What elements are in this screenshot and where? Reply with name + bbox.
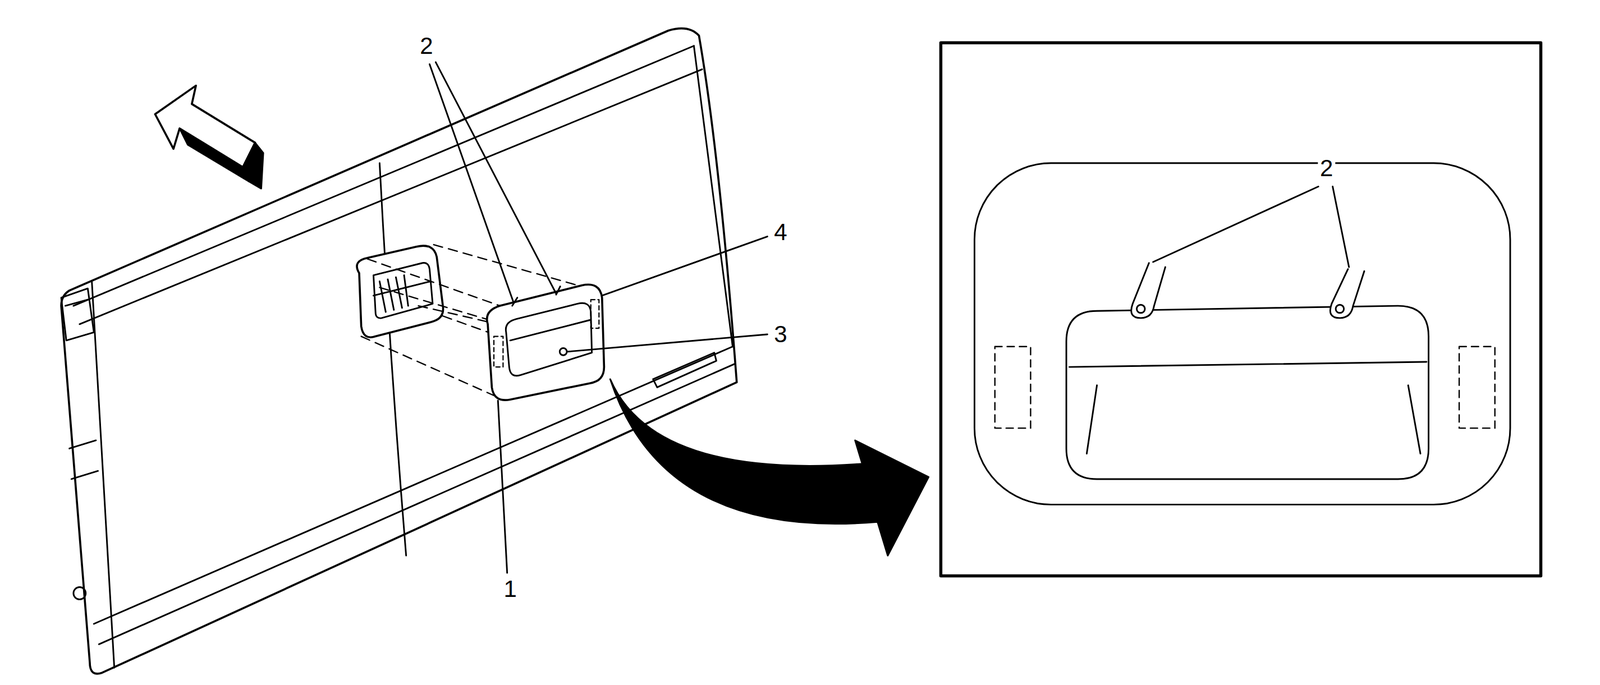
callout-number: 1: [501, 576, 519, 603]
callout-number: 4: [771, 219, 790, 246]
callout-number: 2: [1317, 155, 1336, 182]
callout-number: 3: [771, 321, 790, 348]
callout-number: 2: [417, 33, 435, 59]
